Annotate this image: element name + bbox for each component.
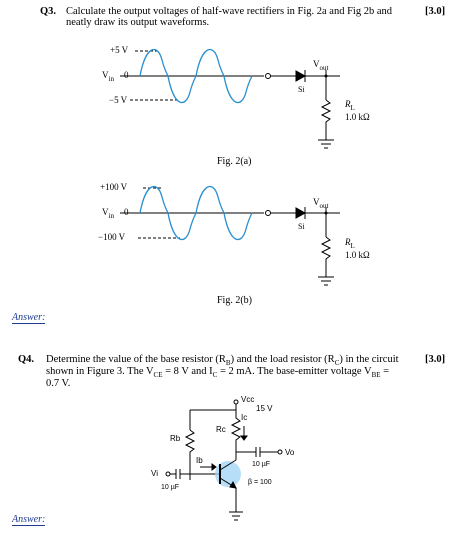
q4-ic-subscript: C <box>212 371 218 380</box>
q4-rb-subscript: B <box>225 359 231 368</box>
q3-text-line2: neatly draw its output waveforms. <box>66 17 210 28</box>
q3-text-line1: Calculate the output voltages of half-wa… <box>66 6 392 17</box>
fig2b-rl-label: RL <box>345 237 355 250</box>
rl-letter: R <box>345 237 351 247</box>
fig2b-vout-label: Vout <box>313 197 328 210</box>
figure-3-circuit <box>165 399 283 521</box>
q4-line1-part: ) in the circuit <box>339 354 399 365</box>
q4-line2-part: = 8 V and I <box>162 366 213 377</box>
figure-2b <box>120 185 340 286</box>
q4-line1-part: ) and the load resistor (R <box>230 354 335 365</box>
transistor-highlight <box>215 461 241 487</box>
fig3-beta-label: β = 100 <box>248 479 272 486</box>
rl-subscript: L <box>350 241 355 250</box>
vout-subscript: out <box>319 63 329 72</box>
q4-line2-part: = <box>380 366 390 377</box>
fig2a-plus-label: +5 V <box>110 45 129 55</box>
fig2b-zero-label: 0 <box>124 207 129 217</box>
q4-vce-subscript: CE <box>153 371 163 380</box>
vin-letter: V <box>102 70 109 80</box>
load-resistor <box>320 236 332 277</box>
fig3-ib-label: Ib <box>196 456 203 465</box>
vcc-terminal <box>233 399 239 405</box>
fig2b-diode-label: Si <box>298 222 305 231</box>
sine-wave <box>139 185 253 241</box>
vin-subscript: in <box>108 211 114 220</box>
fig2b-caption: Fig. 2(b) <box>217 295 252 306</box>
answer-label-q4: Answer: <box>12 514 46 526</box>
fig2b-rl-value: 1.0 kΩ <box>345 250 370 260</box>
rb-resistor <box>184 429 196 480</box>
q4-line1-part: Determine the value of the base resistor… <box>46 354 226 365</box>
fig2a-caption: Fig. 2(a) <box>217 156 252 167</box>
q3-number: Q3. <box>40 6 57 17</box>
fig2b-plus-label: +100 V <box>100 182 128 192</box>
vo-terminal <box>277 449 283 455</box>
q4-line2-part: = 2 mA. The base-emitter voltage V <box>217 366 372 377</box>
fig2a-diode-label: Si <box>298 85 305 94</box>
vout-letter: V <box>313 59 320 69</box>
q3-marks: [3.0] <box>425 6 446 17</box>
q4-marks: [3.0] <box>425 354 446 365</box>
q4-line2-part: shown in Figure 3. The V <box>46 366 154 377</box>
sine-wave <box>139 48 253 104</box>
vout-subscript: out <box>319 201 329 210</box>
q4-text-line1: Determine the value of the base resistor… <box>46 354 399 370</box>
vin-subscript: in <box>108 74 114 83</box>
fig2a-zero-label: 0 <box>124 70 129 80</box>
figure-2a <box>120 48 340 149</box>
fig2a-rl-value: 1.0 kΩ <box>345 112 370 122</box>
diode-symbol <box>295 70 307 82</box>
fig2a-vout-label: Vout <box>313 59 328 72</box>
q4-number: Q4. <box>18 354 35 365</box>
fig3-vcc-label: Vcc <box>241 395 255 404</box>
fig3-supply-label: 15 V <box>256 404 273 413</box>
vi-terminal <box>165 471 171 477</box>
answer-label-q3: Answer: <box>12 312 46 324</box>
fig2b-minus-label: −100 V <box>98 232 126 242</box>
fig2a-vin-label: Vin <box>102 70 114 83</box>
fig3-rb-label: Rb <box>170 434 181 443</box>
rl-letter: R <box>345 99 351 109</box>
q4-rc-subscript: C <box>334 359 340 368</box>
q4-text-line3: 0.7 V. <box>46 378 71 389</box>
fig3-cap-out-label: 10 µF <box>252 461 271 468</box>
diode-symbol <box>295 207 307 219</box>
rl-subscript: L <box>350 103 355 112</box>
fig3-cap-in-label: 10 µF <box>161 484 180 491</box>
fig3-ic-label: Ic <box>241 413 248 422</box>
fig3-vo-label: Vo <box>285 448 295 457</box>
fig2a-rl-label: RL <box>345 99 355 112</box>
q4-text-line2: shown in Figure 3. The VCE = 8 V and IC … <box>46 366 389 382</box>
fig3-rc-label: Rc <box>216 425 226 434</box>
fig2b-vin-label: Vin <box>102 207 114 220</box>
vin-letter: V <box>102 207 109 217</box>
fig2a-minus-label: −5 V <box>109 95 128 105</box>
fig3-vi-label: Vi <box>151 469 158 478</box>
vout-letter: V <box>313 197 320 207</box>
input-terminal <box>265 73 271 79</box>
load-resistor <box>320 99 332 140</box>
q4-vbe-subscript: BE <box>371 371 381 380</box>
rc-resistor <box>230 410 242 450</box>
